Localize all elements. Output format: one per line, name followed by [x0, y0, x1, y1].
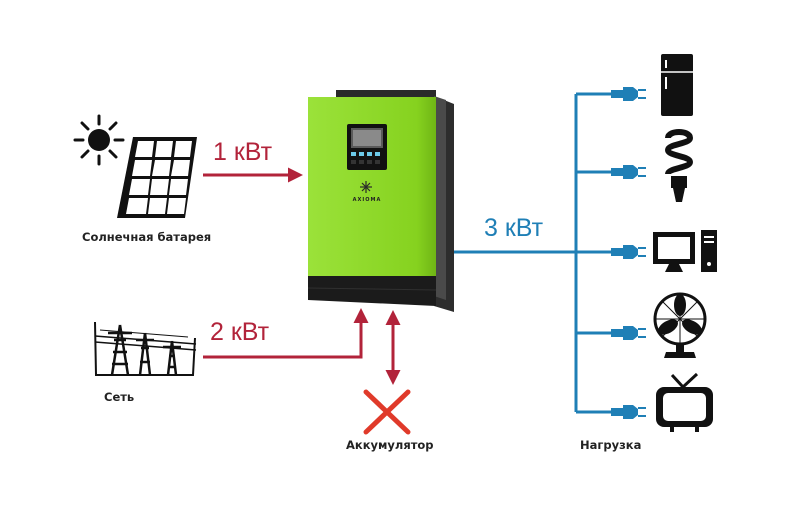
sun-icon — [73, 114, 125, 166]
refrigerator-icon — [661, 54, 693, 116]
solar-panel-icon — [117, 137, 197, 218]
grid-power-label: 2 кВт — [210, 318, 270, 346]
load-caption: Нагрузка — [580, 438, 642, 452]
grid-flow-arrow — [203, 308, 369, 359]
inverter-logo-icon — [360, 181, 372, 193]
power-line-tower-icon — [94, 321, 197, 376]
inverter-brand: AXIOMA — [352, 197, 382, 203]
load-bus — [454, 92, 612, 414]
computer-icon — [653, 230, 717, 272]
inverter — [307, 90, 454, 312]
tv-icon — [656, 372, 713, 432]
power-plug-icon — [611, 87, 646, 419]
solar-power-label: 1 кВт — [213, 138, 273, 166]
battery-caption: Аккумулятор — [346, 438, 434, 452]
solar-caption: Солнечная батарея — [82, 230, 212, 244]
fan-icon — [653, 292, 707, 358]
cross-icon — [363, 389, 411, 435]
grid-caption: Сеть — [104, 390, 135, 404]
light-bulb-icon — [664, 129, 694, 202]
load-power-label: 3 кВт — [484, 214, 544, 242]
